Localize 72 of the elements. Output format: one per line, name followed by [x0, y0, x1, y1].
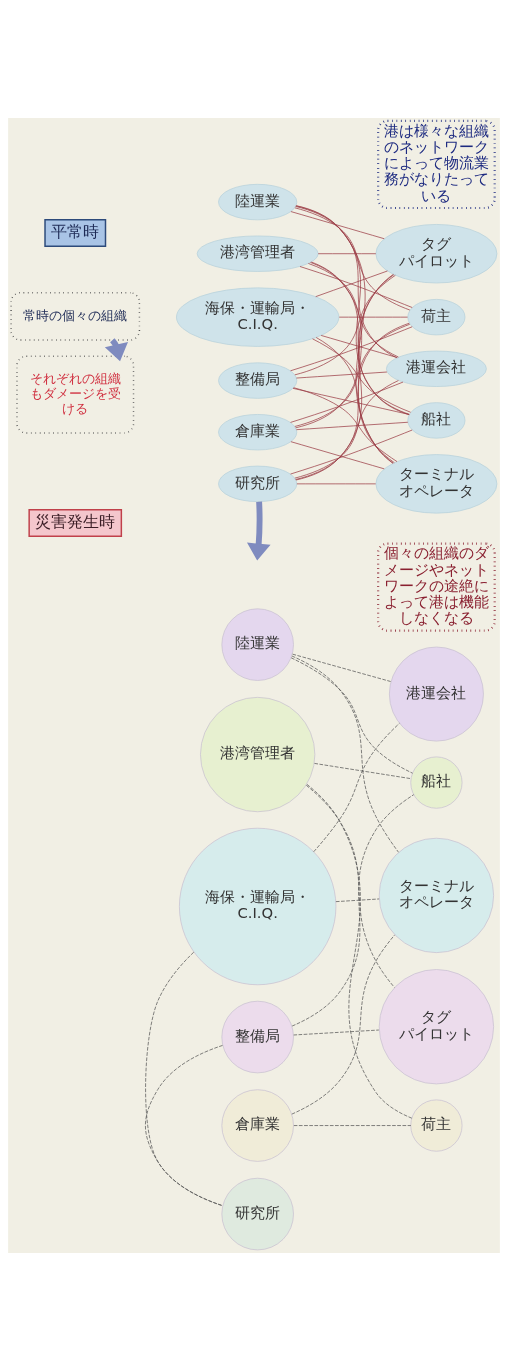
connector	[290, 381, 404, 423]
connector	[290, 440, 385, 469]
connector	[315, 336, 395, 463]
connector	[292, 653, 392, 682]
connector	[320, 334, 398, 358]
connector	[294, 274, 396, 375]
node-ellipse: 船社	[407, 401, 466, 439]
connector	[295, 322, 410, 480]
connector	[315, 270, 388, 297]
connector	[295, 273, 395, 428]
node-circle: 倉庫業	[221, 1088, 294, 1162]
connector	[145, 1044, 223, 1206]
connector	[291, 793, 415, 1026]
node-box: それぞれの組織もダメージを受ける	[16, 355, 135, 434]
node-box: 港は様々な組織のネットワークによって物流業務がなりたっている	[377, 119, 496, 209]
connector	[314, 762, 412, 779]
connector	[313, 722, 400, 852]
node-circle: 荷主	[410, 1099, 463, 1152]
connector	[291, 934, 396, 1114]
node-circle: タグパイロット	[378, 968, 494, 1084]
connector	[290, 429, 413, 474]
node-circle: 港運会社	[389, 646, 484, 741]
connector	[296, 371, 388, 378]
node-ellipse: タグパイロット	[375, 223, 498, 283]
connector	[312, 337, 411, 413]
connector	[290, 210, 385, 239]
node-box: 個々の組織のダメージやネットワークの途絶によって港は機能しなくなる	[377, 542, 496, 632]
connector	[293, 386, 398, 462]
arrow	[246, 501, 271, 560]
connector	[294, 323, 411, 427]
node-circle: 海保・運輸局・C.I.Q.	[179, 827, 337, 985]
node-circle: 陸運業	[221, 607, 294, 681]
connector	[335, 898, 380, 902]
node-circle: 船社	[410, 756, 463, 809]
connector	[310, 261, 410, 415]
node-box: 常時の個々の組織	[10, 291, 141, 341]
connector	[306, 783, 413, 1119]
connector	[290, 325, 413, 371]
connector	[145, 951, 223, 1206]
connector	[338, 316, 408, 317]
node-ellipse: 海保・運輸局・C.I.Q.	[176, 287, 340, 347]
node-ellipse: 荷主	[407, 298, 466, 335]
connector	[295, 204, 394, 464]
node-circle: 港湾管理者	[200, 696, 316, 812]
node-circle: 研究所	[221, 1177, 294, 1250]
connector	[308, 262, 399, 357]
connector	[291, 655, 399, 853]
node-ellipse: 陸運業	[218, 183, 298, 220]
connector	[295, 273, 394, 480]
node-circle: 整備局	[221, 1000, 294, 1073]
connector	[311, 261, 394, 464]
connector	[294, 206, 411, 310]
node-circle: ターミナルオペレータ	[378, 837, 494, 953]
connector	[293, 1124, 412, 1126]
connector	[292, 387, 410, 415]
connector	[296, 421, 409, 430]
connector	[317, 252, 377, 254]
connector	[299, 265, 413, 308]
connector	[294, 379, 399, 478]
node-ellipse: 港運会社	[386, 350, 487, 387]
node-box: 災害発生時	[28, 508, 123, 537]
connector	[305, 784, 395, 988]
node-box: 平常時	[44, 218, 107, 247]
node-ellipse: 港湾管理者	[196, 235, 319, 272]
node-ellipse: 研究所	[218, 465, 298, 502]
node-ellipse: 整備局	[218, 361, 298, 399]
connector	[295, 205, 398, 358]
node-ellipse: 倉庫業	[218, 413, 298, 450]
connector	[290, 656, 413, 774]
node-ellipse: ターミナルオペレータ	[375, 453, 498, 513]
connector	[293, 1029, 380, 1035]
connector	[295, 205, 410, 415]
